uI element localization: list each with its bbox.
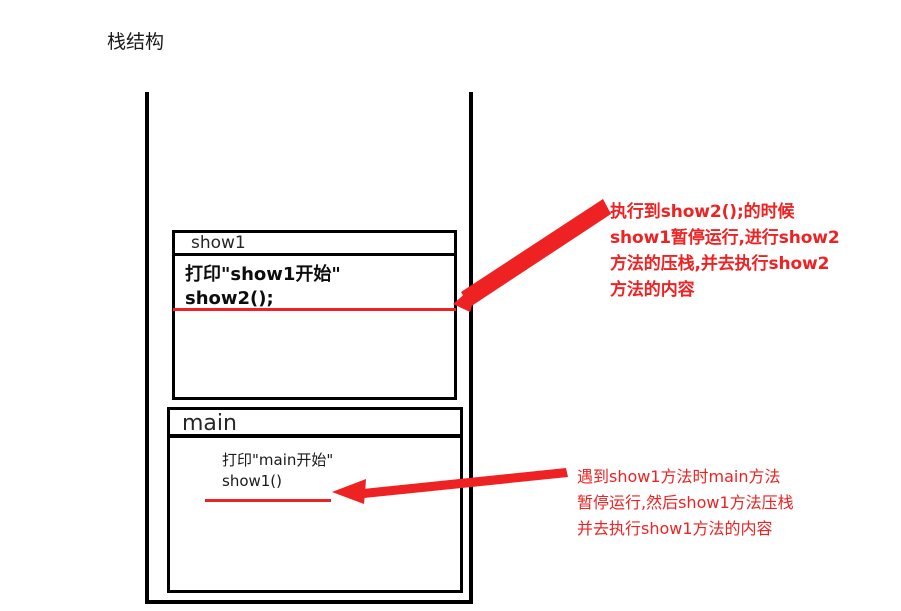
annotation-arrow-top-icon (453, 199, 611, 312)
stack-frame-show1: show1 打印"show1开始" show2(); (172, 230, 457, 400)
page-title: 栈结构 (107, 31, 165, 53)
annotation-text-show1-push: 遇到show1方法时main方法 暂停运行,然后show1方法压栈 并去执行sh… (577, 467, 794, 538)
stack-container-frame (145, 92, 473, 604)
stack-frame-show1-body: 打印"show1开始" show2(); (185, 264, 341, 309)
annotation-arrow-bottom-icon (332, 468, 568, 504)
stack-frame-show1-header: show1 (175, 233, 454, 256)
annotation-text-show2-push: 执行到show2();的时候 show1暂停运行,进行show2 方法的压栈,并… (610, 202, 840, 300)
execution-marker-main (205, 499, 331, 502)
stack-frame-main-header: main (170, 410, 460, 438)
stack-frame-main-body: 打印"main开始" show1() (222, 451, 334, 490)
execution-marker-show1 (173, 308, 456, 311)
